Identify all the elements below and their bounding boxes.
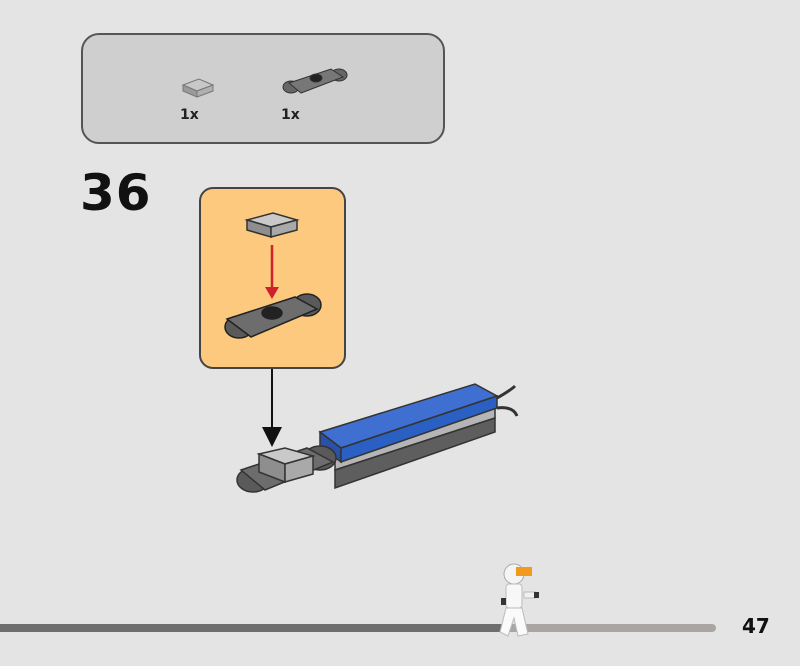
main-assembly-illustration (236, 383, 519, 493)
clip-plate-part-icon (282, 68, 348, 94)
clone-trooper-minifigure-icon (499, 563, 539, 637)
progress-bar (0, 624, 716, 632)
step-number: 36 (80, 164, 152, 222)
progress-bar-fill (0, 624, 509, 632)
part-quantity: 1x (180, 107, 199, 123)
part-quantity: 1x (281, 107, 300, 123)
page-number: 47 (742, 614, 770, 638)
tile-part-icon (181, 78, 215, 98)
callout-assembly-illustration (224, 212, 322, 339)
down-arrow-icon (262, 369, 282, 447)
parts-list-box: 1x 1x (81, 33, 445, 144)
